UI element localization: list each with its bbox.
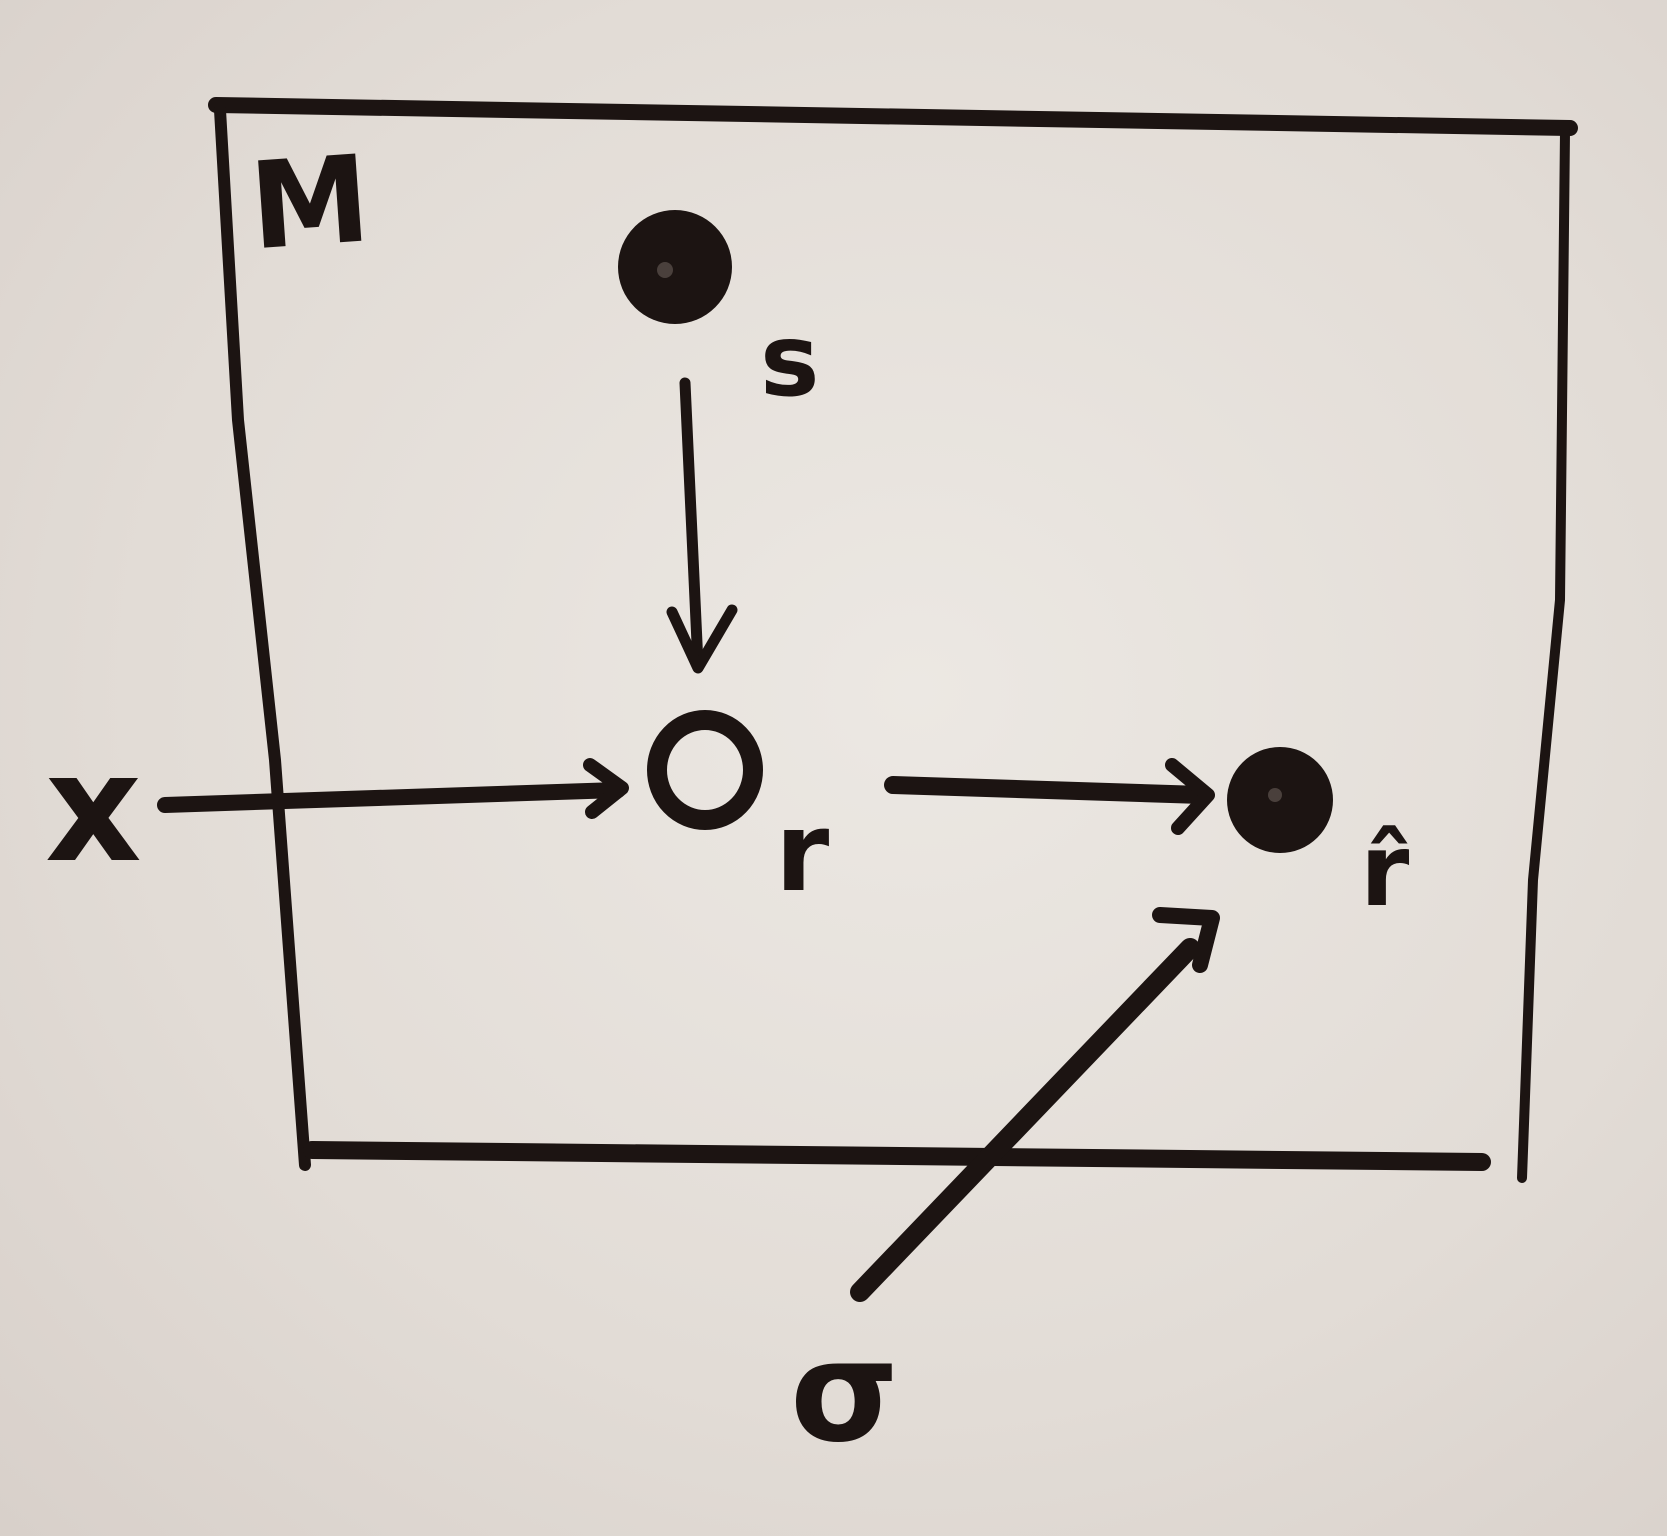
edge-r-to-rhat-arrowhead [1165, 758, 1215, 835]
plate-top-edge [208, 97, 1578, 136]
edge-sigma-to-rhat [850, 907, 1220, 1302]
edge-r-to-rhat [884, 758, 1215, 835]
plate-right-edge [1517, 127, 1570, 1183]
node-rhat-label: r̂ [1360, 812, 1410, 929]
node-rhat: r̂ [1227, 747, 1410, 929]
edge-sigma-to-rhat-arrowhead [1152, 907, 1220, 973]
edge-s-to-r-line [679, 377, 704, 671]
plate-bottom-edge [303, 1141, 1491, 1171]
edge-r-to-rhat-line [884, 776, 1211, 804]
edge-x-to-r [157, 758, 629, 819]
node-s-label: s [760, 302, 820, 419]
edge-s-to-r [666, 377, 738, 674]
edge-sigma-to-rhat-line [850, 938, 1200, 1302]
plate-label: M [246, 130, 375, 277]
plate-left-edge [214, 104, 311, 1171]
plate [208, 97, 1578, 1183]
node-s-highlight [657, 262, 673, 278]
input-x-label: x [45, 722, 142, 896]
edge-x-to-r-line [157, 782, 626, 813]
node-rhat-circle [1227, 747, 1333, 853]
node-r-label: r [775, 788, 829, 916]
edge-x-to-r-arrowhead [583, 758, 629, 819]
node-s: s [618, 210, 820, 419]
node-s-circle [618, 210, 732, 324]
node-rhat-highlight [1268, 788, 1282, 802]
input-sigma-label: σ [790, 1311, 899, 1474]
node-r-circle [647, 710, 763, 830]
edge-s-to-r-arrowhead [666, 604, 738, 674]
node-r: r [647, 710, 829, 916]
